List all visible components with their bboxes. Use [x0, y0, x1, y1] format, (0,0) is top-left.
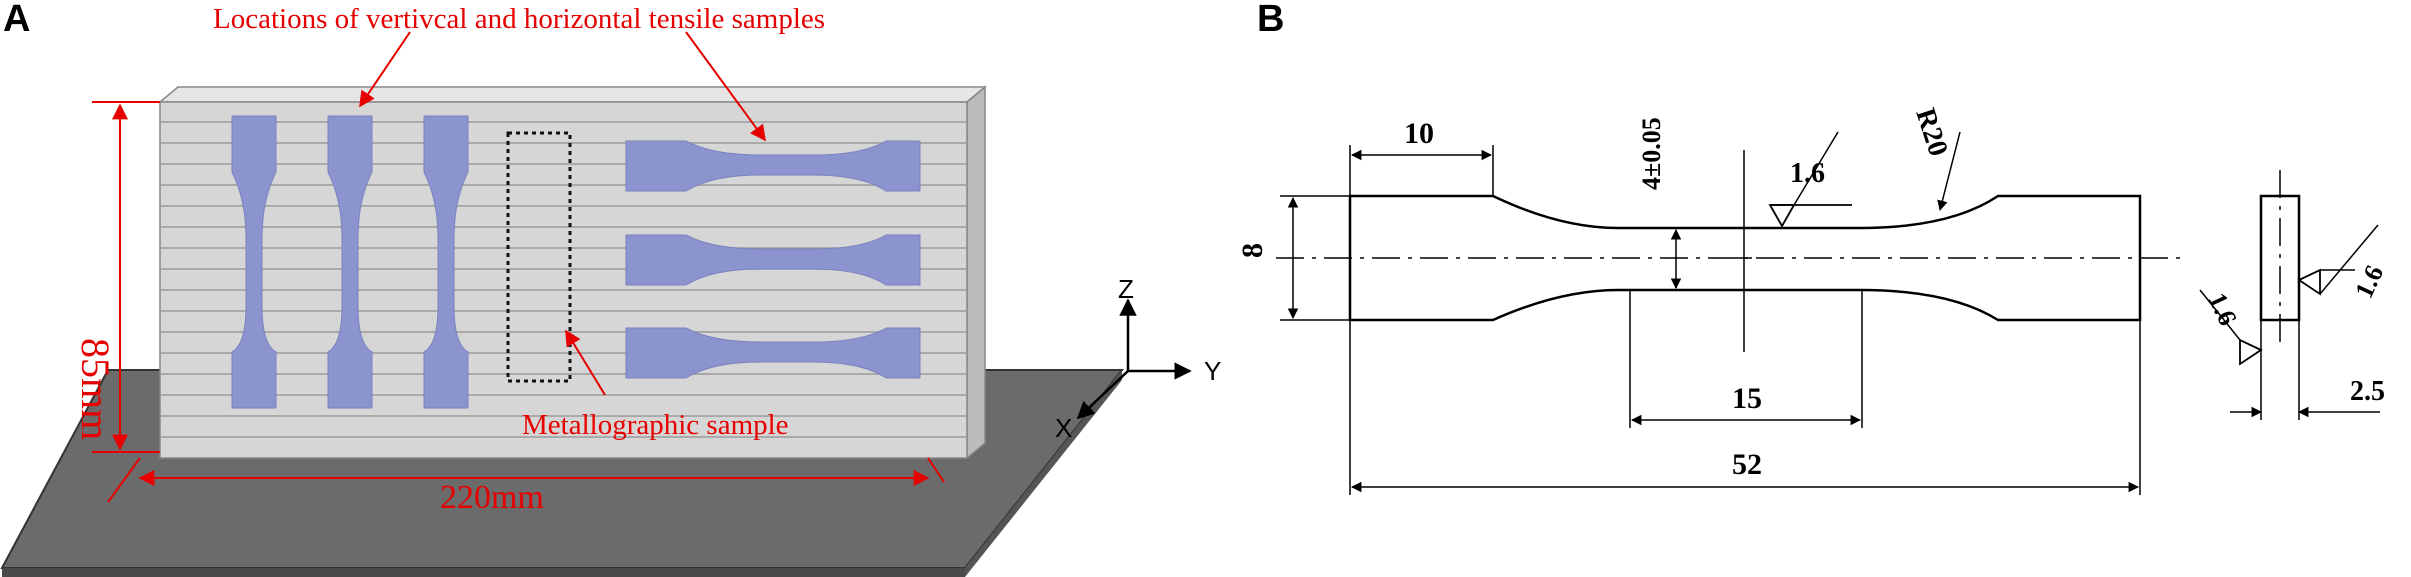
- dim-side-roughness-left: 1.6: [2203, 288, 2243, 330]
- dim-gauge-length: 15: [1732, 382, 1762, 415]
- panel-b-drawing: [1276, 131, 2380, 495]
- axis-x-label: X: [1055, 413, 1072, 443]
- vertical-sample-1: [231, 115, 277, 409]
- axis-z-label: Z: [1118, 274, 1134, 304]
- dim-side-roughness-right: 1.6: [2349, 261, 2389, 303]
- vertical-tensile-samples: [231, 115, 469, 409]
- length-dimension: [107, 457, 945, 503]
- panel-label-b: B: [1257, 0, 1285, 40]
- height-dimension: [92, 101, 160, 453]
- dim-roughness-top: 1.6: [1790, 158, 1825, 189]
- panel-label-a: A: [3, 0, 31, 40]
- height-dimension-label: 85mm: [73, 338, 118, 440]
- dim-radius: R20: [1909, 105, 1953, 160]
- dim-side-thickness: 2.5: [2350, 376, 2385, 407]
- vertical-sample-2: [327, 115, 373, 409]
- horizontal-sample-3: [625, 327, 921, 379]
- horizontal-sample-1: [625, 140, 921, 192]
- dim-grip-length: 10: [1404, 117, 1434, 150]
- dim-thickness-tolerance: 4±0.05: [1637, 117, 1666, 190]
- dim-width: 8: [1236, 243, 1269, 258]
- horizontal-tensile-samples: [625, 140, 921, 379]
- arrow-to-horizontal-samples: [685, 31, 766, 142]
- vertical-sample-3: [423, 115, 469, 409]
- panel-a-diagram: [0, 31, 1192, 577]
- samples-location-label: Locations of vertivcal and horizontal te…: [213, 3, 825, 35]
- metallographic-sample-label: Metallographic sample: [522, 409, 789, 441]
- length-dimension-label: 220mm: [440, 479, 544, 516]
- arrow-to-vertical-samples: [359, 31, 411, 108]
- coordinate-axes: [1076, 298, 1192, 420]
- axis-y-label: Y: [1204, 356, 1221, 386]
- metallographic-sample-outline: [506, 131, 572, 383]
- arrow-to-metallographic-sample: [565, 329, 606, 396]
- horizontal-sample-2: [625, 234, 921, 286]
- dim-total-length: 52: [1732, 448, 1762, 481]
